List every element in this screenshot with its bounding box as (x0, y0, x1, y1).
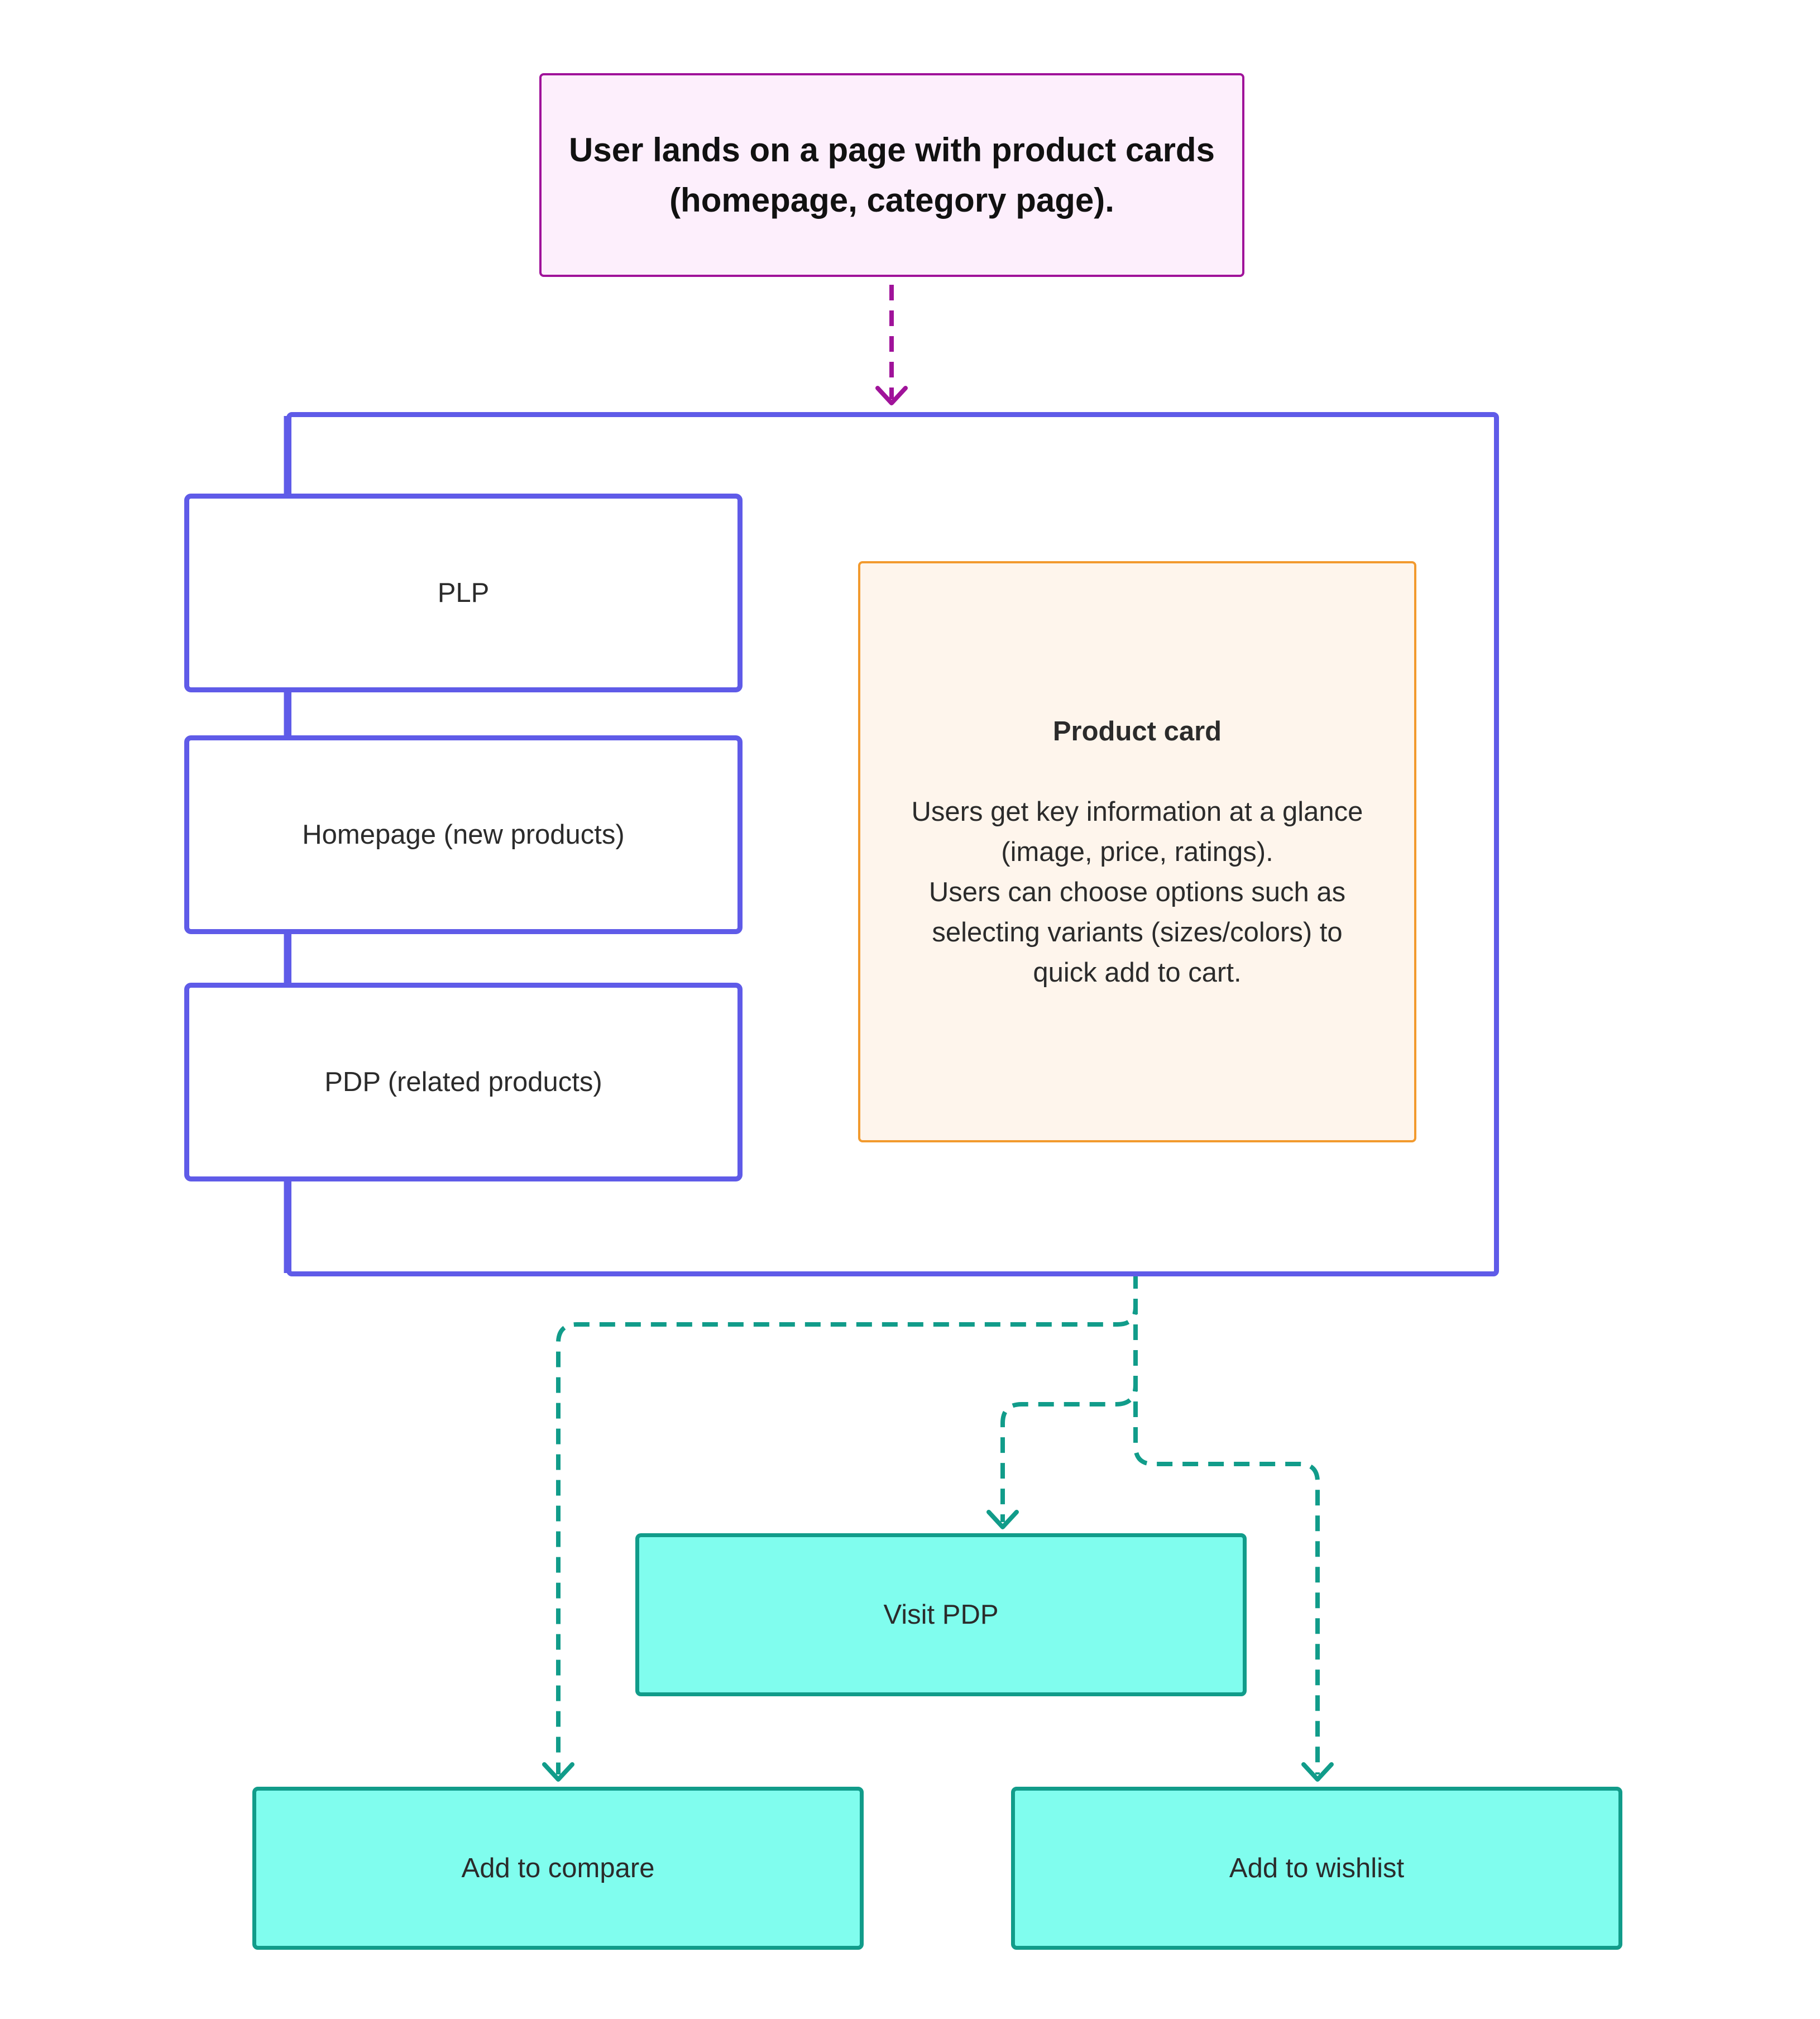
page-node-homepage: Homepage (new products) (184, 735, 743, 934)
product-card-title: Product card (1052, 716, 1222, 747)
arrowhead-to-wishlist (1301, 1762, 1334, 1782)
page-node-label: PLP (437, 578, 490, 608)
arrowhead-to-visit (986, 1510, 1019, 1529)
product-card-line: Users can choose options such as (928, 877, 1346, 907)
add-to-compare-node: Add to compare (252, 1787, 864, 1950)
start-node-label: User lands on a page with product cards … (569, 125, 1215, 226)
add-to-wishlist-node: Add to wishlist (1011, 1787, 1622, 1950)
add-to-wishlist-label: Add to wishlist (1229, 1853, 1405, 1883)
page-node-label: PDP (related products) (324, 1067, 602, 1097)
product-card-line: quick add to cart. (1033, 957, 1242, 988)
product-card-line: (image, price, ratings). (1001, 836, 1273, 867)
visit-pdp-label: Visit PDP (883, 1600, 999, 1630)
start-node-line: User lands on a page with product cards (569, 131, 1215, 169)
arrowhead-start-to-group (875, 386, 908, 405)
visit-pdp-node: Visit PDP (635, 1533, 1247, 1696)
product-card-line: selecting variants (sizes/colors) to (932, 917, 1343, 948)
add-to-compare-label: Add to compare (461, 1853, 655, 1883)
page-node-pdp: PDP (related products) (184, 983, 743, 1181)
product-card-line: Users get key information at a glance (911, 796, 1363, 827)
arrowhead-to-compare (542, 1762, 574, 1782)
start-node-line: (homepage, category page). (669, 181, 1114, 219)
page-node-label: Homepage (new products) (302, 820, 625, 850)
start-node: User lands on a page with product cards … (539, 73, 1244, 277)
page-node-plp: PLP (184, 494, 743, 692)
product-card-node: Product card Users get key information a… (858, 561, 1416, 1142)
